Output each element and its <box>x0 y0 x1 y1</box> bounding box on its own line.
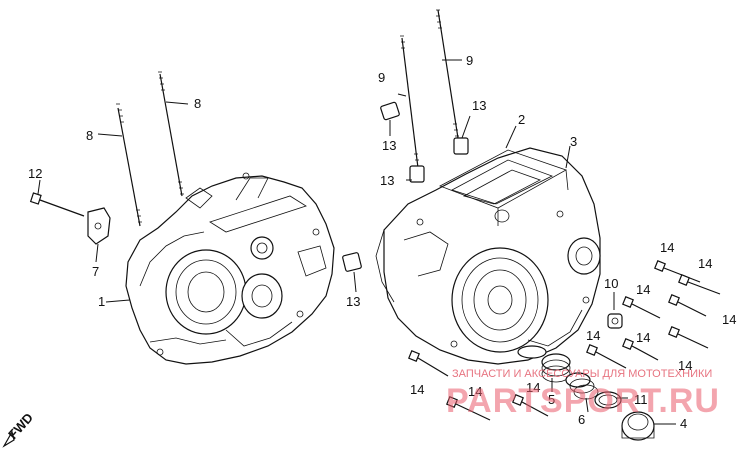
callout-13-b: 13 <box>380 173 394 188</box>
stud-bolt-9-right <box>436 9 459 139</box>
callout-13-a: 13 <box>382 138 396 153</box>
arrow-up-right-icon <box>2 430 15 448</box>
left-crankcase-half <box>125 172 335 365</box>
callout-7: 7 <box>92 264 99 279</box>
callout-14-h: 14 <box>410 382 424 397</box>
callout-labels: 1 2 3 4 5 6 7 8 8 9 9 10 11 12 13 13 13 … <box>28 53 736 431</box>
dowel-pin-13-b <box>409 165 425 183</box>
stud-bolt-8-right <box>158 71 184 197</box>
callout-14-a: 14 <box>660 240 674 255</box>
callout-13-d: 13 <box>346 294 360 309</box>
watermark-tagline: ЗАПЧАСТИ И АКСЕССУАРЫ ДЛЯ МОТОТЕХНИКИ <box>452 368 712 380</box>
callout-14-g: 14 <box>678 358 692 373</box>
fwd-label: FWD <box>5 410 36 442</box>
o-ring-11 <box>594 391 622 409</box>
callout-8-b: 8 <box>194 96 201 111</box>
callout-8-a: 8 <box>86 128 93 143</box>
callout-14-f: 14 <box>586 328 600 343</box>
flange-bolts-14 <box>408 260 721 421</box>
callout-10: 10 <box>604 276 618 291</box>
dowel-pin-13-c <box>453 137 469 155</box>
oil-strainer-screen-5 <box>541 353 571 383</box>
dowel-pin-13-d <box>342 252 362 272</box>
callout-14-j: 14 <box>526 380 540 395</box>
callout-14-b: 14 <box>698 256 712 271</box>
callout-9-b: 9 <box>466 53 473 68</box>
callout-6: 6 <box>578 412 585 427</box>
callout-3: 3 <box>570 134 577 149</box>
callout-1: 1 <box>98 294 105 309</box>
callout-2: 2 <box>518 112 525 127</box>
stud-bolt-9-left <box>400 35 420 169</box>
bolt-12 <box>29 192 85 217</box>
callout-12: 12 <box>28 166 42 181</box>
callout-14-c: 14 <box>636 282 650 297</box>
drain-plug-4 <box>621 411 655 441</box>
callout-14-d: 14 <box>722 312 736 327</box>
stud-bolt-8-left <box>116 103 142 227</box>
callout-14-i: 14 <box>468 384 482 399</box>
callout-14-e: 14 <box>636 330 650 345</box>
right-crankcase-half <box>375 147 601 365</box>
clamp-7 <box>87 207 111 245</box>
callout-13-c: 13 <box>472 98 486 113</box>
washer-10 <box>607 313 623 329</box>
forward-direction-indicator: FWD <box>2 410 36 448</box>
watermark-brand: PARTSPORT.RU <box>446 382 720 420</box>
leader-lines <box>37 59 676 425</box>
callout-5: 5 <box>548 392 555 407</box>
callout-9-a: 9 <box>378 70 385 85</box>
callout-4: 4 <box>680 416 687 431</box>
dowel-pin-13-a <box>380 101 400 121</box>
watermark: ЗАПЧАСТИ И АКСЕССУАРЫ ДЛЯ МОТОТЕХНИКИ PA… <box>446 368 720 420</box>
callout-11: 11 <box>634 392 648 407</box>
